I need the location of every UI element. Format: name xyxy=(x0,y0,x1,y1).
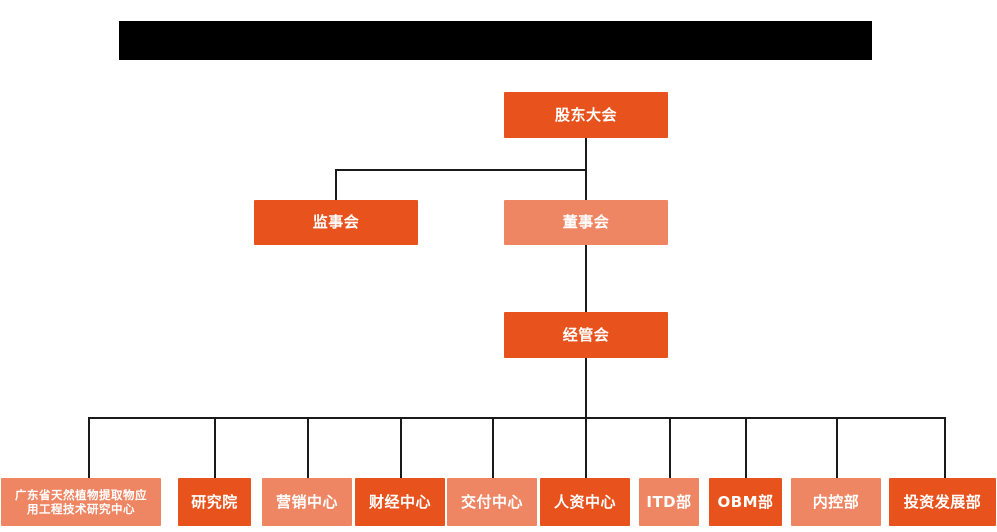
node-label: 内控部 xyxy=(812,492,860,511)
node-label: 监事会 xyxy=(312,213,360,232)
node-label: 人资中心 xyxy=(553,492,616,511)
node-directors[interactable]: 董事会 xyxy=(504,200,668,245)
connector-directors-to-mgmt xyxy=(585,245,587,312)
connector-stub-research-institute xyxy=(214,417,216,478)
connector-stub-delivery-center xyxy=(492,417,494,478)
connector-stub-gd-research-center xyxy=(88,417,90,478)
node-shareholders[interactable]: 股东大会 xyxy=(504,92,668,138)
node-gd-research-center[interactable]: 广东省天然植物提取物应 用工程技术研究中心 xyxy=(1,478,161,526)
node-label: 投资发展部 xyxy=(903,492,982,511)
connector-stub-hr-center xyxy=(585,417,587,478)
node-label: 股东大会 xyxy=(554,105,617,124)
node-label: 财经中心 xyxy=(368,492,431,511)
connector-to-supervisors xyxy=(335,169,337,200)
node-label: 经管会 xyxy=(562,325,610,344)
connector-bus-departments xyxy=(88,417,946,419)
node-label: 营销中心 xyxy=(275,492,338,511)
node-research-institute[interactable]: 研究院 xyxy=(178,478,251,526)
node-obm-dept[interactable]: OBM部 xyxy=(709,478,782,526)
node-supervisors[interactable]: 监事会 xyxy=(254,200,418,245)
node-label: 研究院 xyxy=(191,492,238,511)
connector-stub-itd-dept xyxy=(669,417,671,478)
connector-stub-marketing-center xyxy=(307,417,309,478)
node-label: ITD部 xyxy=(646,492,692,511)
node-finance-center[interactable]: 财经中心 xyxy=(355,478,445,526)
connector-bus-level2 xyxy=(335,169,587,171)
connector-stub-obm-dept xyxy=(745,417,747,478)
node-marketing-center[interactable]: 营销中心 xyxy=(262,478,352,526)
node-delivery-center[interactable]: 交付中心 xyxy=(447,478,537,526)
connector-stub-internal-control-dept xyxy=(836,417,838,478)
connector-mgmt-down xyxy=(585,358,587,419)
node-hr-center[interactable]: 人资中心 xyxy=(540,478,630,526)
connector-stub-investment-dev-dept xyxy=(944,417,946,478)
node-investment-dev-dept[interactable]: 投资发展部 xyxy=(889,478,996,526)
redacted-title-bar xyxy=(119,21,872,60)
node-management-committee[interactable]: 经管会 xyxy=(504,312,668,358)
connector-to-directors xyxy=(585,169,587,200)
node-label: 广东省天然植物提取物应 用工程技术研究中心 xyxy=(15,487,147,516)
node-label: 董事会 xyxy=(562,213,610,232)
connector-shareholders-down xyxy=(585,138,587,171)
node-itd-dept[interactable]: ITD部 xyxy=(639,478,699,526)
node-label: OBM部 xyxy=(717,492,774,511)
connector-stub-finance-center xyxy=(400,417,402,478)
node-internal-control-dept[interactable]: 内控部 xyxy=(791,478,881,526)
node-label: 交付中心 xyxy=(460,492,523,511)
